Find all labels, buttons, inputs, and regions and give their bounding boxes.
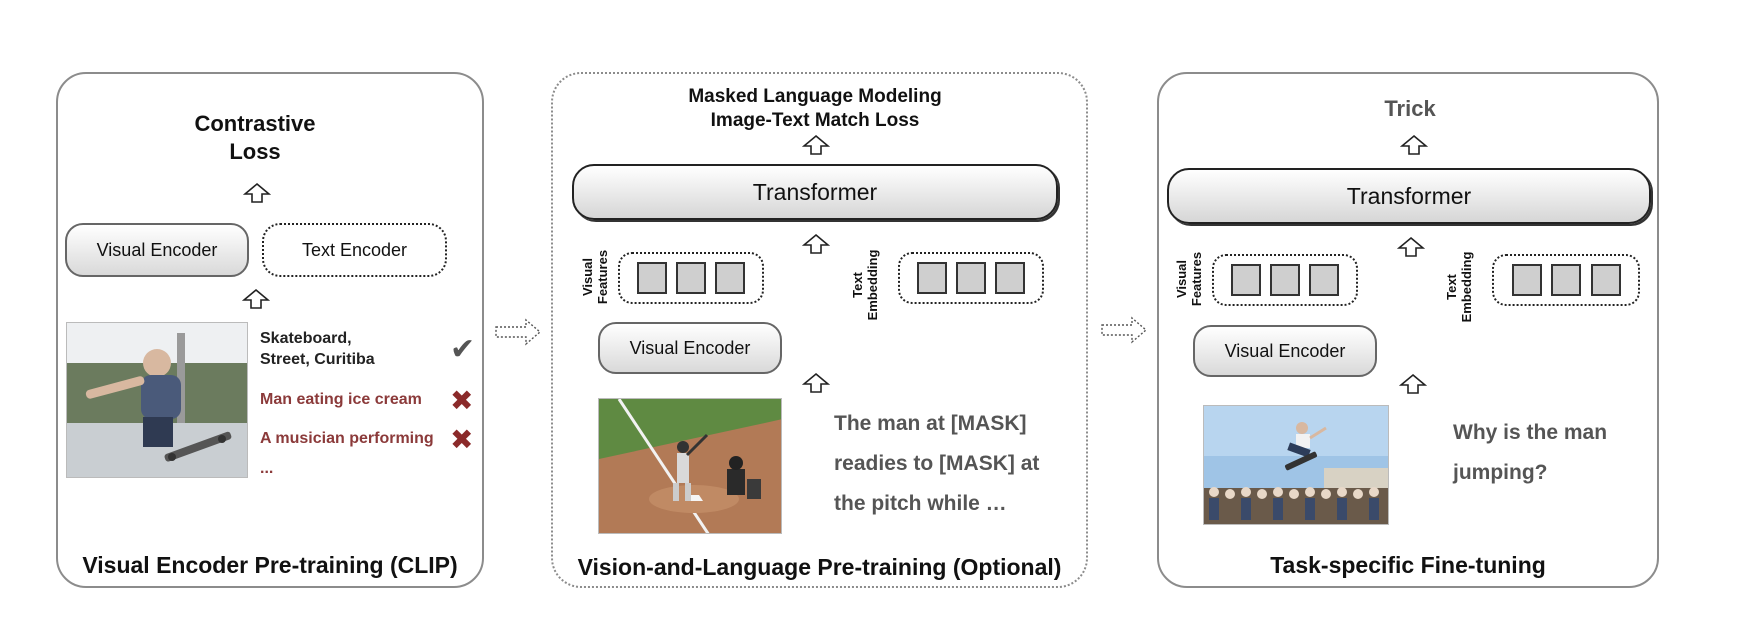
caption-ellipsis: ... (260, 460, 274, 477)
visual-features-line1: Visual (580, 257, 595, 297)
panel-vl-pretraining: Vision-and-Language Pre-training (Option… (551, 72, 1088, 588)
up-arrow-icon (802, 233, 830, 254)
caption-match: Skateboard, Street, Curitiba (260, 328, 375, 370)
output-label: Trick (1384, 96, 1436, 121)
visual-token (676, 262, 706, 294)
text-token (956, 262, 986, 294)
text-token (917, 262, 947, 294)
ft-question-line: Why is the man (1453, 421, 1608, 444)
visual-token-group (618, 252, 764, 304)
visual-token (715, 262, 745, 294)
text-embedding-label: Text Embedding (1444, 247, 1474, 327)
ft-question-text: Why is the man jumping? (1453, 413, 1653, 493)
visual-token (1231, 264, 1261, 296)
visual-token-group (1212, 254, 1358, 306)
visual-encoder-vl: Visual Encoder (598, 322, 782, 374)
vl-text-line: The man at [MASK] (834, 412, 1027, 435)
mlm-itm-loss-label: Masked Language Modeling Image-Text Matc… (640, 85, 990, 133)
right-arrow-icon (1101, 316, 1148, 344)
up-arrow-icon (802, 372, 830, 393)
visual-features-line2: Features (1189, 251, 1204, 307)
cross-icon: ✖ (450, 424, 474, 455)
text-token (1590, 264, 1621, 296)
caption-mismatch-2: A musician performing (260, 430, 434, 447)
panel-title-finetune: Task-specific Fine-tuning (1270, 552, 1546, 578)
vl-text-line: the pitch while … (834, 492, 1007, 515)
ft-question-line: jumping? (1453, 461, 1548, 484)
panel-title-clip: Visual Encoder Pre-training (CLIP) (82, 552, 458, 578)
text-embedding-line2: Embedding (1459, 251, 1474, 323)
caption-match-line2: Street, Curitiba (260, 351, 375, 368)
up-arrow-icon (1397, 236, 1425, 257)
text-embedding-line2: Embedding (865, 249, 880, 321)
transformer-block-vl: Transformer (572, 164, 1058, 220)
panel-title-vl: Vision-and-Language Pre-training (Option… (577, 554, 1062, 580)
vl-text-line: readies to [MASK] at (834, 452, 1040, 475)
visual-encoder-ft: Visual Encoder (1193, 325, 1377, 377)
itm-loss-line: Image-Text Match Loss (710, 110, 920, 131)
vl-text-input: The man at [MASK] readies to [MASK] at t… (834, 404, 1084, 524)
text-embedding-line1: Text (1444, 274, 1459, 300)
up-arrow-icon (802, 134, 830, 155)
skateboard-jump-photo (1203, 405, 1389, 525)
up-arrow-icon (243, 182, 271, 203)
visual-token (637, 262, 667, 294)
visual-features-label: Visual Features (580, 242, 610, 312)
mlm-loss-line: Masked Language Modeling (688, 86, 942, 107)
up-arrow-icon (1400, 134, 1428, 155)
caption-match-line1: Skateboard, (260, 330, 352, 347)
contrastive-loss-line2: Loss (229, 139, 281, 164)
baseball-photo (598, 398, 782, 534)
up-arrow-icon (1399, 373, 1427, 394)
visual-encoder-clip: Visual Encoder (65, 223, 249, 277)
text-token (1551, 264, 1581, 296)
contrastive-loss-line1: Contrastive (194, 111, 316, 136)
up-arrow-icon (242, 288, 270, 309)
caption-mismatch-1: Man eating ice cream (260, 391, 422, 408)
contrastive-loss-label: Contrastive Loss (170, 110, 340, 166)
text-embedding-line1: Text (850, 272, 865, 298)
text-token-group (898, 252, 1044, 304)
text-encoder-clip: Text Encoder (262, 223, 447, 277)
visual-features-line2: Features (595, 249, 610, 305)
cross-icon: ✖ (450, 385, 474, 416)
panel-clip-pretraining: Visual Encoder Pre-training (CLIP) (56, 72, 484, 588)
visual-features-line1: Visual (1174, 259, 1189, 299)
visual-token (1309, 264, 1339, 296)
visual-token (1270, 264, 1300, 296)
skateboard-photo (66, 322, 248, 478)
text-embedding-label: Text Embedding (850, 245, 880, 325)
check-icon: ✔ (450, 333, 476, 366)
panel-finetuning: Task-specific Fine-tuning (1157, 72, 1659, 588)
text-token (1511, 264, 1542, 296)
text-token-group (1492, 254, 1640, 306)
transformer-block-ft: Transformer (1167, 168, 1651, 224)
visual-features-label: Visual Features (1174, 244, 1204, 314)
text-token (995, 262, 1025, 294)
right-arrow-icon (495, 318, 542, 346)
